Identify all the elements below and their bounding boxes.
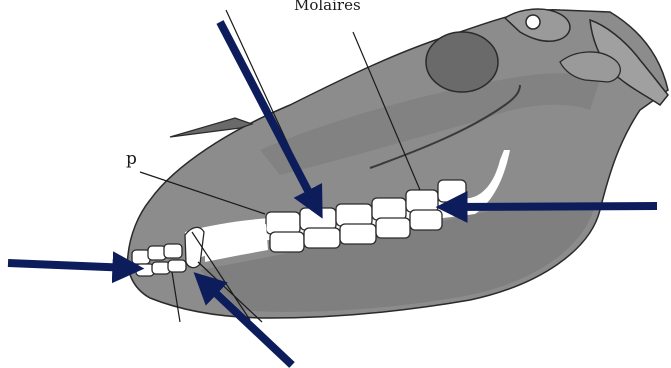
incisor xyxy=(164,244,182,258)
upper-tooth xyxy=(300,208,336,230)
upper-tooth xyxy=(438,180,466,202)
upper-tooth xyxy=(266,212,300,234)
cranial-foramen xyxy=(526,15,540,29)
upper-tooth xyxy=(372,198,406,220)
upper-tooth xyxy=(336,204,372,226)
arrow-upper-molar xyxy=(450,206,657,207)
incisor xyxy=(148,246,166,260)
label-molaires: Molaires xyxy=(294,0,361,14)
incisor xyxy=(168,260,186,272)
lower-tooth xyxy=(270,232,304,252)
incisor xyxy=(152,262,170,274)
upper-tooth xyxy=(406,190,438,212)
lower-tooth xyxy=(304,228,340,248)
lower-tooth xyxy=(340,224,376,244)
incisor xyxy=(136,264,154,276)
incisor xyxy=(132,250,150,264)
arrow-incisors xyxy=(8,263,130,268)
lower-tooth xyxy=(376,218,410,238)
lower-tooth xyxy=(410,210,442,230)
orbit xyxy=(426,32,498,92)
label-p: p xyxy=(126,149,137,169)
